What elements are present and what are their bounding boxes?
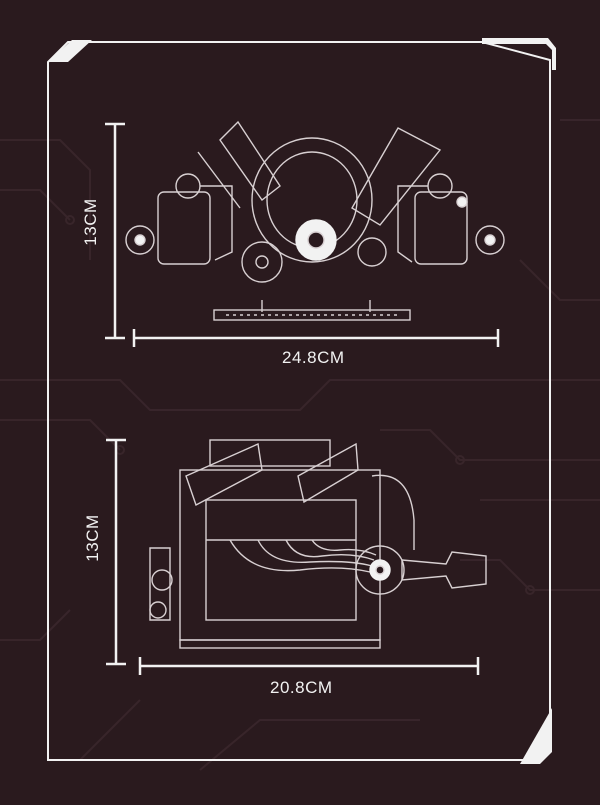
frame-corner-accent-bottom-right (520, 708, 552, 764)
engine-front-view (125, 120, 505, 321)
bottom-height-label: 13CM (83, 514, 102, 562)
bottom-width-dimension (138, 657, 480, 675)
top-height-dimension (105, 122, 125, 340)
engine-side-view (149, 439, 487, 649)
top-width-dimension (132, 329, 500, 347)
frame-corner-accent-top-left (48, 40, 92, 62)
frame-border (47, 41, 551, 761)
frame-corner-accent-top-right (482, 38, 556, 70)
top-height-label: 13CM (81, 198, 100, 246)
top-width-label: 24.8CM (282, 348, 345, 367)
circuit-background (0, 119, 600, 771)
bottom-height-dimension (106, 438, 126, 666)
bottom-width-label: 20.8CM (270, 678, 333, 697)
